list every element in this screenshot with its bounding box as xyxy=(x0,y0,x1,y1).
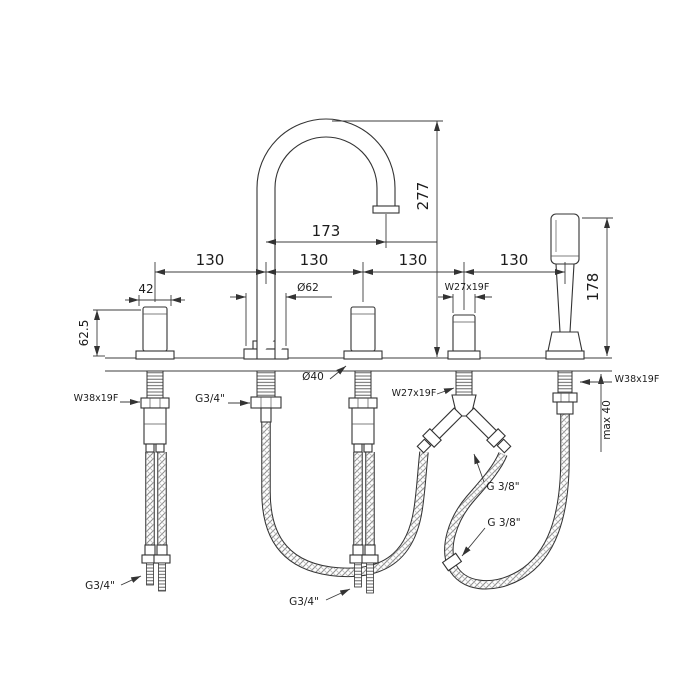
label-trim-diameter: Ø40 xyxy=(302,371,324,383)
diverter-left-nut xyxy=(422,428,442,448)
dim-handshower-height: 178 xyxy=(584,273,602,302)
middle-handle-valve xyxy=(343,306,383,453)
dim-handle-height: 62.5 xyxy=(77,320,91,347)
label-valve-thread-left: W38x19F xyxy=(74,393,119,404)
label-diverter-outlet-thread: G 3/8" xyxy=(486,481,519,493)
label-spout-connection: G3/4" xyxy=(195,393,225,405)
dim-spout-reach: 173 xyxy=(312,222,341,240)
mounting-deck xyxy=(105,357,612,372)
spout-aerator xyxy=(372,205,400,214)
supply-hoses xyxy=(141,452,379,594)
dim-spacing-4: 130 xyxy=(500,251,529,269)
label-supply-connection-middle: G3/4" xyxy=(289,596,319,608)
dim-spacing-1: 130 xyxy=(196,251,225,269)
shower-hose-fitting xyxy=(441,552,463,572)
dim-diverter-thread-top: W27x19F xyxy=(445,282,490,293)
label-shower-hose-thread: G 3/8" xyxy=(487,517,520,529)
label-handshower-thread: W38x19F xyxy=(615,374,660,385)
dim-spout-height: 277 xyxy=(414,182,432,211)
dim-spacing-3: 130 xyxy=(399,251,428,269)
hand-shower xyxy=(545,213,585,415)
supply-fitting xyxy=(153,544,171,592)
supply-fitting xyxy=(361,544,379,594)
supply-fitting xyxy=(141,544,159,586)
label-diverter-thread-bottom: W27x19F xyxy=(392,388,437,399)
flexible-hoses xyxy=(266,414,565,585)
hand-shower-holder xyxy=(547,331,583,352)
supply-fitting xyxy=(349,544,367,588)
dim-spacing-2: 130 xyxy=(300,251,329,269)
dim-max-deck-thickness: max 40 xyxy=(601,400,613,440)
diverter-valve xyxy=(416,314,512,454)
label-supply-connection-left: G3/4" xyxy=(85,580,115,592)
dim-handle-width: 42 xyxy=(138,282,153,296)
dim-spout-base-diameter: Ø62 xyxy=(297,282,319,294)
dimension-annotations: 130 130 130 130 173 277 42 62.5 Ø62 xyxy=(74,120,660,608)
diverter-right-nut xyxy=(486,428,506,448)
left-handle-valve xyxy=(135,306,175,453)
